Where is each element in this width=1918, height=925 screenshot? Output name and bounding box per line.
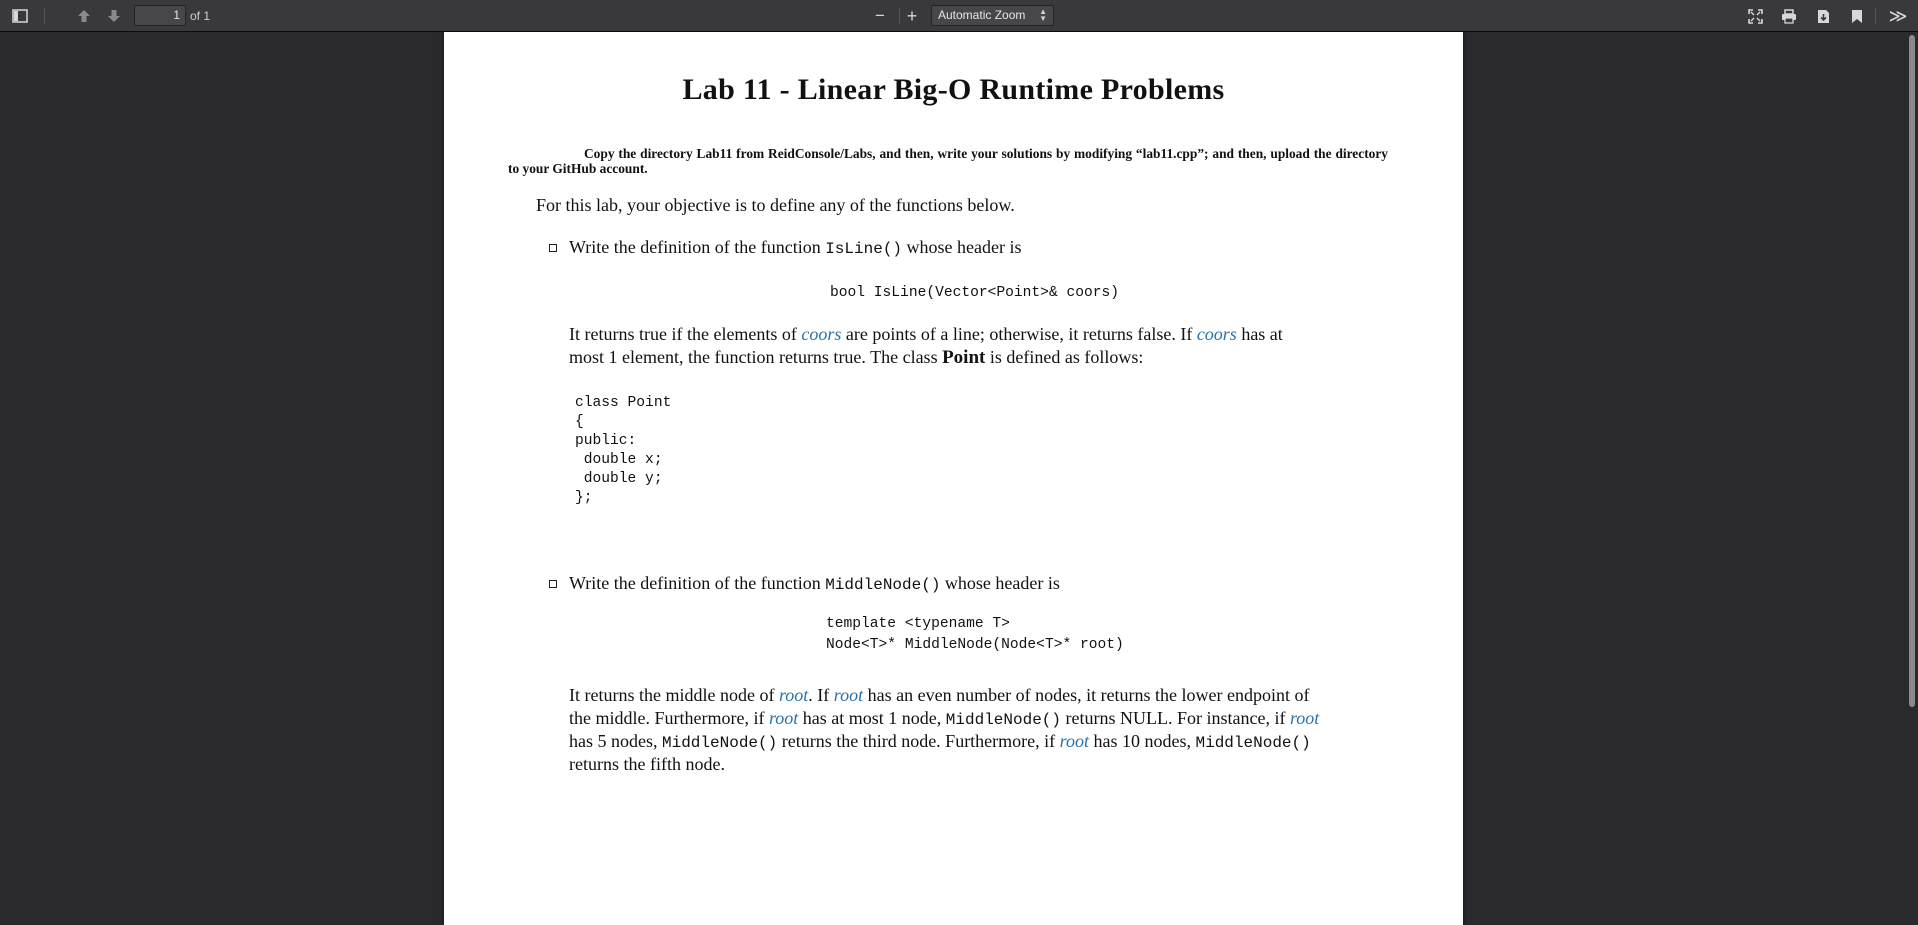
problem1-desc-text: most 1 element, the function returns tru… xyxy=(569,347,943,367)
zoom-select-value: Automatic Zoom xyxy=(938,8,1026,22)
previous-page-button[interactable] xyxy=(70,4,98,28)
problem1-lead: Write the definition of the function IsL… xyxy=(569,236,1021,261)
problem1-function-name: IsLine() xyxy=(825,240,903,258)
problem1-lead-text: Write the definition of the function xyxy=(569,237,826,257)
print-button[interactable] xyxy=(1775,4,1803,28)
code-line: double x; xyxy=(575,452,663,468)
problem2-desc-line4: returns the fifth node. xyxy=(569,754,725,774)
tools-button[interactable]: ≫ xyxy=(1884,4,1912,28)
zoom-out-icon: − xyxy=(875,6,885,25)
problem2-desc-text: has at most 1 node, xyxy=(798,708,946,728)
pdf-toolbar: 1 of 1 − + Automatic Zoom ▲▼ ≫ xyxy=(0,0,1918,32)
zoom-in-icon: + xyxy=(906,5,918,26)
function-middlenode: MiddleNode() xyxy=(1195,734,1311,752)
problem1-lead-text-end: whose header is xyxy=(902,237,1022,257)
document-viewer[interactable]: Lab 11 - Linear Big-O Runtime Problems C… xyxy=(0,32,1918,925)
next-page-icon xyxy=(107,9,121,23)
checkbox-bullet xyxy=(549,580,557,588)
presentation-mode-button[interactable] xyxy=(1741,4,1769,28)
document-instructions: Copy the directory Lab11 from ReidConsol… xyxy=(508,146,1388,176)
chevron-updown-icon: ▲▼ xyxy=(1039,7,1047,23)
problem2-desc-line2: the middle. Furthermore, if root has at … xyxy=(569,707,1319,732)
problem2-lead: Write the definition of the function Mid… xyxy=(569,572,1060,597)
download-icon xyxy=(1816,9,1831,24)
page-count-label: of 1 xyxy=(190,9,211,23)
problem2-header-code: Node<T>* MiddleNode(Node<T>* root) xyxy=(826,637,1124,653)
code-line: { xyxy=(575,414,584,430)
print-icon xyxy=(1781,8,1797,24)
variable-coors: coors xyxy=(1196,324,1237,344)
problem1-desc-text: has at xyxy=(1236,324,1283,344)
zoom-select[interactable]: Automatic Zoom ▲▼ xyxy=(931,5,1054,26)
problem2-desc-text: returns the third node. Furthermore, if xyxy=(777,731,1060,751)
problem1-header-code: bool IsLine(Vector<Point>& coors) xyxy=(830,285,1120,301)
variable-root: root xyxy=(778,685,809,705)
problem1-desc-text: is defined as follows: xyxy=(985,347,1144,367)
toolbar-divider xyxy=(1875,8,1876,24)
document-title: Lab 11 - Linear Big-O Runtime Problems xyxy=(682,73,1225,106)
problem1-desc-text: It returns true if the elements of xyxy=(569,324,802,344)
problem2-desc-text: has 5 nodes, xyxy=(569,731,662,751)
download-button[interactable] xyxy=(1809,4,1837,28)
code-line: public: xyxy=(575,433,637,449)
pdf-page: Lab 11 - Linear Big-O Runtime Problems C… xyxy=(444,32,1463,925)
zoom-in-button[interactable]: + xyxy=(898,4,926,28)
problem1-desc-line1: It returns true if the elements of coors… xyxy=(569,323,1283,346)
problem2-desc-text: has 10 nodes, xyxy=(1089,731,1196,751)
page-number-input[interactable]: 1 xyxy=(134,5,186,26)
previous-page-icon xyxy=(77,9,91,23)
zoom-out-button[interactable]: − xyxy=(866,4,894,28)
variable-coors: coors xyxy=(801,324,842,344)
vertical-scrollbar[interactable] xyxy=(1906,32,1918,925)
bookmark-icon xyxy=(1851,9,1863,24)
class-point-name: Point xyxy=(942,347,986,368)
code-line: double y; xyxy=(575,471,663,487)
bookmark-button[interactable] xyxy=(1843,4,1871,28)
problem2-desc-text: returns NULL. For instance, if xyxy=(1061,708,1290,728)
problem2-desc-text: has an even number of nodes, it returns … xyxy=(863,685,1310,705)
problem2-desc-text: . If xyxy=(808,685,834,705)
toolbar-divider xyxy=(899,8,900,24)
variable-root: root xyxy=(833,685,864,705)
tools-icon: ≫ xyxy=(1888,5,1908,26)
sidebar-toggle-button[interactable] xyxy=(6,4,34,28)
problem2-desc-line3: has 5 nodes, MiddleNode() returns the th… xyxy=(569,730,1311,755)
problem2-desc-text: the middle. Furthermore, if xyxy=(569,708,769,728)
problem2-lead-text-end: whose header is xyxy=(940,573,1060,593)
presentation-mode-icon xyxy=(1747,8,1763,24)
code-line: class Point xyxy=(575,395,672,411)
checkbox-bullet xyxy=(549,244,557,252)
variable-root: root xyxy=(1289,708,1320,728)
problem2-function-name: MiddleNode() xyxy=(825,576,941,594)
toolbar-divider xyxy=(44,8,45,24)
next-page-button[interactable] xyxy=(100,4,128,28)
function-middlenode: MiddleNode() xyxy=(945,711,1061,729)
code-line: }; xyxy=(575,490,593,506)
problem2-lead-text: Write the definition of the function xyxy=(569,573,826,593)
problem1-desc-text: are points of a line; otherwise, it retu… xyxy=(841,324,1197,344)
problem1-desc-line2: most 1 element, the function returns tru… xyxy=(569,346,1143,370)
scrollbar-thumb[interactable] xyxy=(1909,35,1915,707)
variable-root: root xyxy=(768,708,799,728)
variable-root: root xyxy=(1059,731,1089,751)
problem2-desc-text: It returns the middle node of xyxy=(569,685,779,705)
sidebar-toggle-icon xyxy=(12,9,28,23)
function-middlenode: MiddleNode() xyxy=(662,734,778,752)
problem2-desc-line1: It returns the middle node of root. If r… xyxy=(569,684,1310,707)
problem2-header-code: template <typename T> xyxy=(826,616,1010,632)
intro-paragraph: For this lab, your objective is to defin… xyxy=(536,195,1015,215)
